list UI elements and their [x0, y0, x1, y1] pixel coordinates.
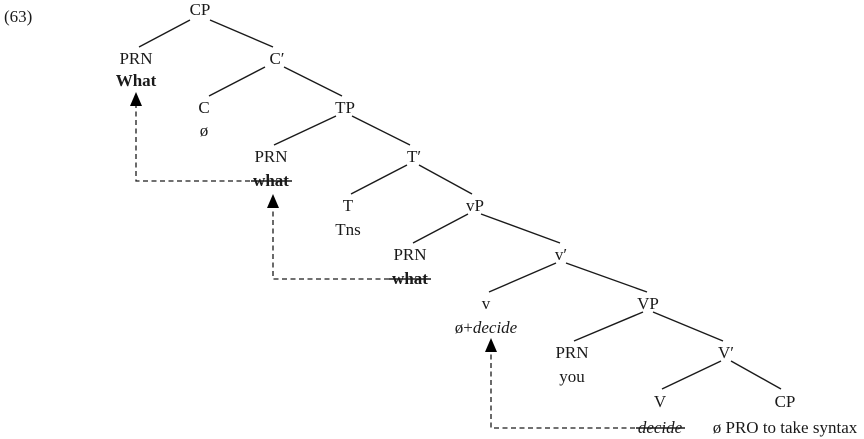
tree-nodes: CP PRN What C′ C ø TP PRN what T′ T Tns … [116, 0, 858, 437]
edge-tbar-vp-small [418, 164, 473, 195]
cp-complement-content: ø PRO to take syntax [713, 418, 858, 437]
movement-arrow-what-to-spec-cp [135, 106, 250, 182]
edge-vp-small-prn [412, 213, 469, 244]
null-complementizer: ø [200, 121, 209, 140]
node-v-small: v [482, 294, 491, 313]
light-verb-content: ø+decide [455, 318, 518, 337]
edge-cp-prn [138, 19, 191, 48]
movement-arrow-decide-to-v [490, 352, 635, 429]
edge-vbar-v [661, 360, 722, 390]
movement-arrows [130, 92, 635, 429]
node-tbar: T′ [407, 147, 421, 166]
node-cp: CP [190, 0, 211, 19]
node-vp-small: vP [466, 196, 484, 215]
null-affix: ø+ [455, 318, 473, 337]
arrowhead-up-icon [130, 92, 142, 106]
edge-vp-vbar [652, 311, 724, 342]
edge-vbar-small-v [488, 262, 557, 293]
node-cbar: C′ [269, 49, 284, 68]
edge-cbar-c [208, 66, 266, 97]
node-prn-3: PRN [393, 245, 426, 264]
edge-tbar-t [350, 164, 408, 195]
node-vbar: V′ [718, 343, 734, 362]
word-what-moved: What [116, 71, 157, 90]
node-v: V [654, 392, 667, 411]
edge-cp-cbar [209, 19, 274, 48]
tense-head: Tns [335, 220, 361, 239]
edge-vp-small-vbar [480, 213, 561, 244]
node-cp-2: CP [775, 392, 796, 411]
edge-vbar-cp [730, 360, 782, 390]
node-prn-2: PRN [254, 147, 287, 166]
node-t: T [343, 196, 354, 215]
node-c: C [198, 98, 209, 117]
tree-edges [138, 19, 782, 390]
edge-tp-prn [273, 115, 337, 146]
arrowhead-up-icon [485, 338, 497, 352]
edge-tp-tbar [351, 115, 411, 146]
node-vp: VP [637, 294, 659, 313]
node-prn-1: PRN [119, 49, 152, 68]
word-you: you [559, 367, 585, 386]
example-number: (63) [4, 7, 32, 26]
edge-vp-prn [573, 311, 644, 342]
node-tp: TP [335, 98, 355, 117]
node-prn-4: PRN [555, 343, 588, 362]
edge-vbar-small-vp [565, 262, 648, 293]
node-vbar-small: v′ [555, 245, 567, 264]
arrowhead-up-icon [267, 194, 279, 208]
movement-arrow-what-to-spec-tp [272, 208, 389, 280]
verb-decide-raised: decide [473, 318, 518, 337]
edge-cbar-tp [283, 66, 343, 97]
